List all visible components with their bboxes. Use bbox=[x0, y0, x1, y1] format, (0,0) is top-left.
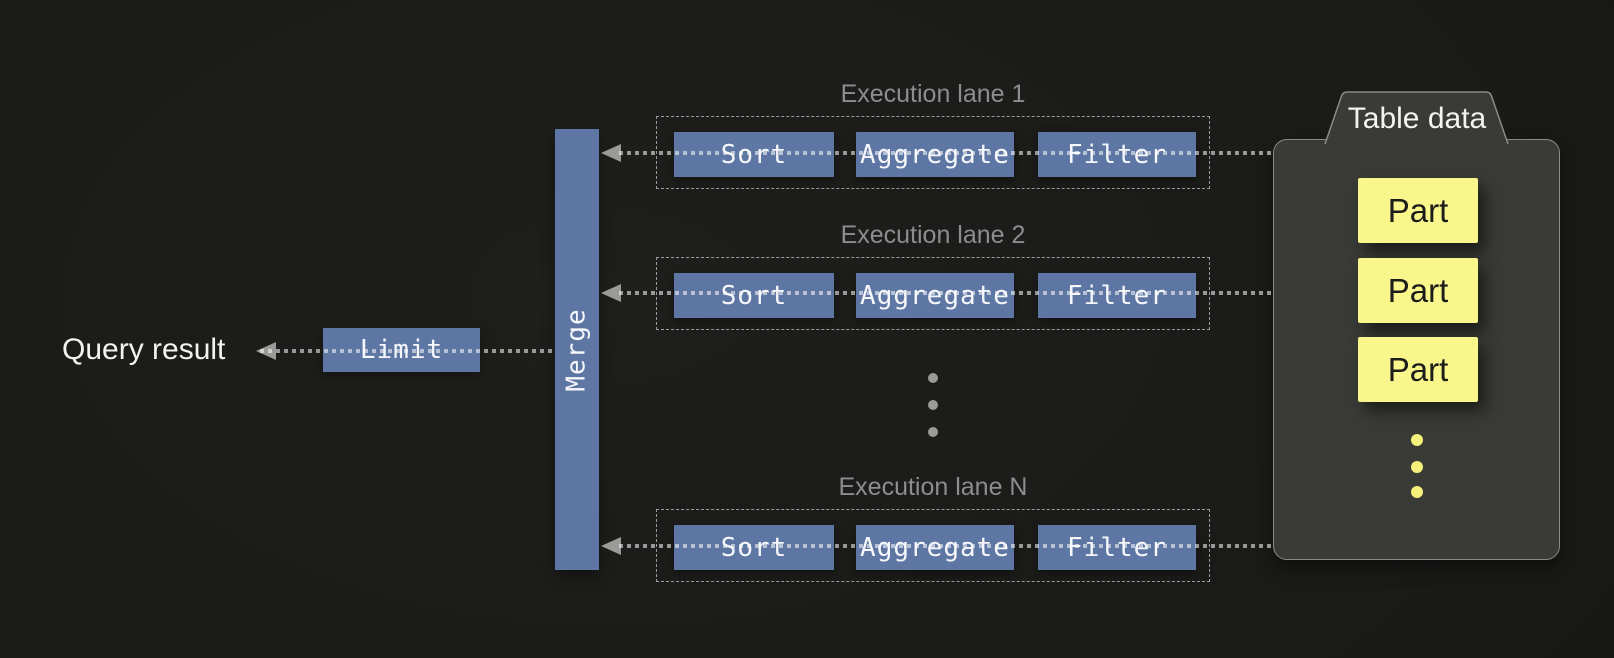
execution-lane-2: Sort Aggregate Filter bbox=[656, 257, 1210, 330]
lanes-ellipsis-dot bbox=[928, 427, 938, 437]
execution-lane-n-title: Execution lane N bbox=[838, 473, 1028, 501]
dotted-flow-line bbox=[619, 291, 1272, 295]
filter-operator-box: Filter bbox=[1038, 273, 1196, 318]
table-data-title: Table data bbox=[1347, 102, 1487, 135]
arrowhead-left-icon bbox=[601, 537, 621, 555]
dotted-flow-line bbox=[619, 151, 1272, 155]
part-box: Part bbox=[1358, 178, 1478, 243]
dotted-flow-line bbox=[619, 544, 1272, 548]
aggregate-operator-box: Aggregate bbox=[856, 273, 1014, 318]
sort-operator-box: Sort bbox=[674, 273, 834, 318]
lanes-ellipsis-dot bbox=[928, 400, 938, 410]
execution-lane-2-title: Execution lane 2 bbox=[840, 221, 1026, 249]
table-data-tab bbox=[1324, 91, 1509, 146]
part-box: Part bbox=[1358, 258, 1478, 323]
table-data-tab-border bbox=[1324, 91, 1509, 145]
parts-ellipsis-dot bbox=[1411, 461, 1423, 473]
dotted-flow-line bbox=[260, 349, 555, 353]
merge-operator-bar: Merge bbox=[555, 129, 599, 570]
arrowhead-left-icon bbox=[601, 144, 621, 162]
table-data-tab-shape bbox=[1325, 92, 1508, 146]
arrowhead-left-icon bbox=[601, 284, 621, 302]
part-box: Part bbox=[1358, 337, 1478, 402]
merge-label: Merge bbox=[562, 307, 592, 392]
execution-lane-1-title: Execution lane 1 bbox=[840, 80, 1026, 108]
parts-ellipsis-dot bbox=[1411, 434, 1423, 446]
lanes-ellipsis-dot bbox=[928, 373, 938, 383]
parts-ellipsis-dot bbox=[1411, 486, 1423, 498]
query-result-label: Query result bbox=[62, 333, 226, 366]
